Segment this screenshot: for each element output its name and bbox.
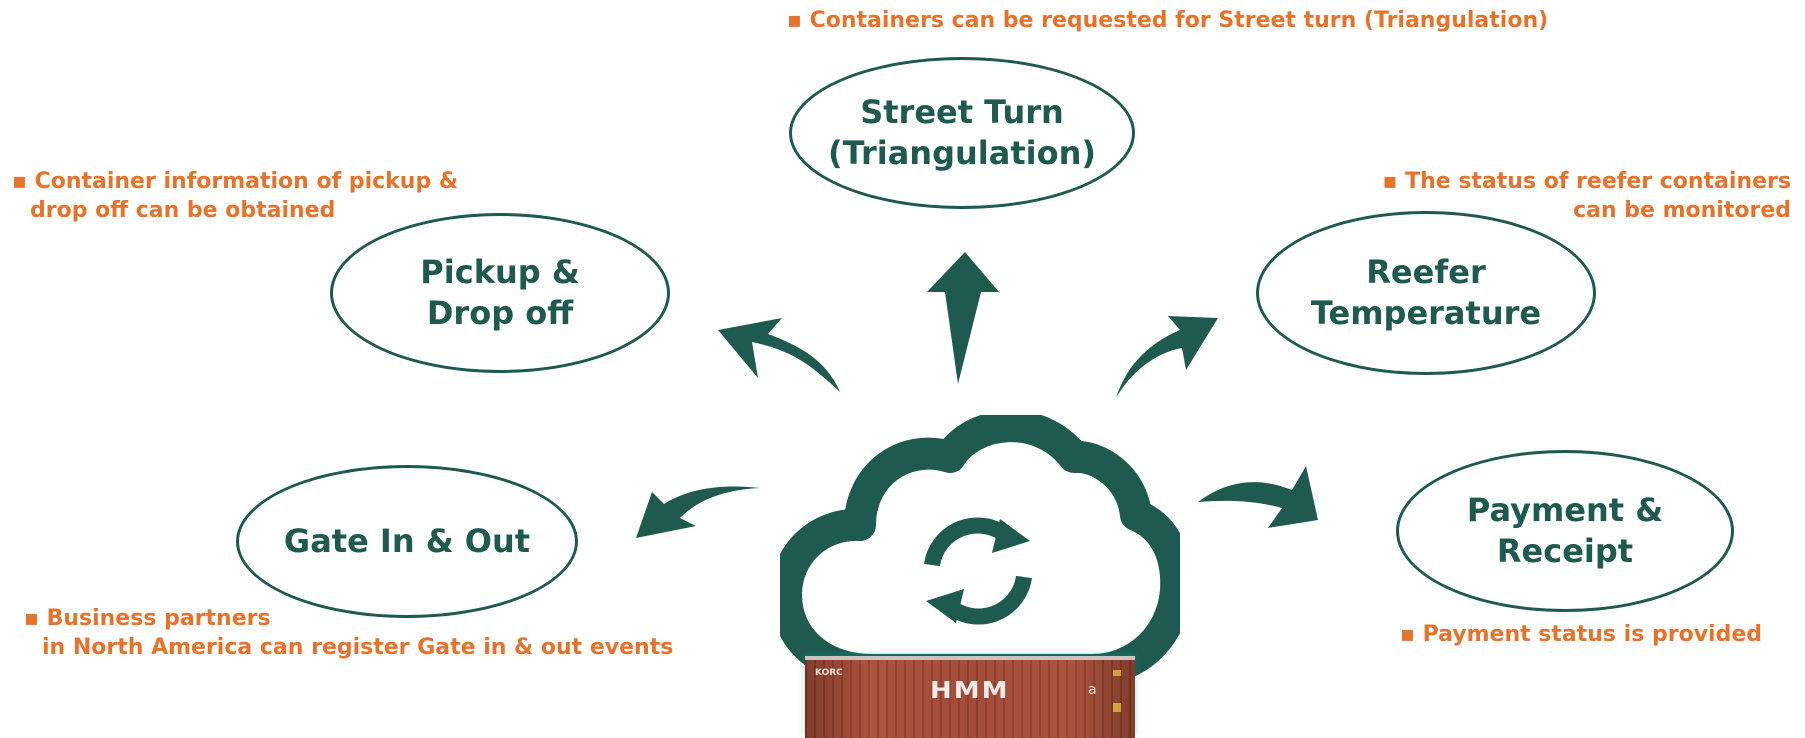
container-mark: a <box>1088 682 1097 698</box>
node-street-turn: Street Turn (Triangulation) <box>789 57 1135 209</box>
node-gate-line-1: Gate In & Out <box>283 522 531 560</box>
sync-icon <box>924 517 1032 625</box>
node-payment-line-2: Receipt <box>1496 532 1634 570</box>
shipping-container-image: KORC HMM a <box>805 656 1135 738</box>
note-gate-line-2: in North America can register Gate in & … <box>42 635 674 660</box>
node-reefer-line-1: Reefer <box>1366 253 1486 291</box>
note-gate-line-1: ▪ Business partners <box>24 606 271 631</box>
container-ribs <box>805 660 1135 738</box>
note-pickup-line-1: ▪ Container information of pickup & <box>12 169 459 194</box>
node-street-turn-line-1: Street Turn <box>860 93 1064 131</box>
node-payment-line-1: Payment & <box>1466 491 1664 529</box>
note-payment: ▪ Payment status is provided <box>1400 620 1762 649</box>
container-small-label: KORC <box>815 668 843 678</box>
note-reefer: ▪ The status of reefer containers can be… <box>1383 167 1792 225</box>
note-reefer-line-2: can be monitored <box>1573 198 1791 223</box>
node-payment-receipt: Payment & Receipt <box>1396 450 1734 612</box>
arrow-to-gate <box>636 486 760 538</box>
node-street-turn-line-2: (Triangulation) <box>828 134 1096 172</box>
arrow-to-pickup <box>718 318 840 392</box>
note-reefer-line-1: ▪ The status of reefer containers <box>1382 169 1792 194</box>
note-payment-line-1: ▪ Payment status is provided <box>1400 622 1762 647</box>
container-brand-logo: HMM <box>930 677 1010 705</box>
node-pickup-line-2: Drop off <box>426 294 574 332</box>
note-gate: ▪ Business partners in North America can… <box>24 604 673 662</box>
node-pickup-line-1: Pickup & <box>420 253 580 291</box>
note-pickup: ▪ Container information of pickup & drop… <box>12 167 458 225</box>
node-reefer-temperature: Reefer Temperature <box>1256 211 1596 375</box>
container-label-strip <box>1113 670 1121 730</box>
node-reefer-line-2: Temperature <box>1310 294 1542 332</box>
arrow-to-street-turn <box>927 252 999 384</box>
note-street-turn-line-1: ▪ Containers can be requested for Street… <box>787 8 1549 33</box>
cloud-sync-icon <box>780 415 1180 685</box>
arrow-to-payment <box>1198 466 1318 528</box>
note-street-turn: ▪ Containers can be requested for Street… <box>787 6 1548 35</box>
node-pickup-drop-off: Pickup & Drop off <box>330 213 670 373</box>
note-pickup-line-2: drop off can be obtained <box>30 198 336 223</box>
node-gate-in-out: Gate In & Out <box>236 465 578 618</box>
arrow-to-reefer <box>1116 316 1218 398</box>
